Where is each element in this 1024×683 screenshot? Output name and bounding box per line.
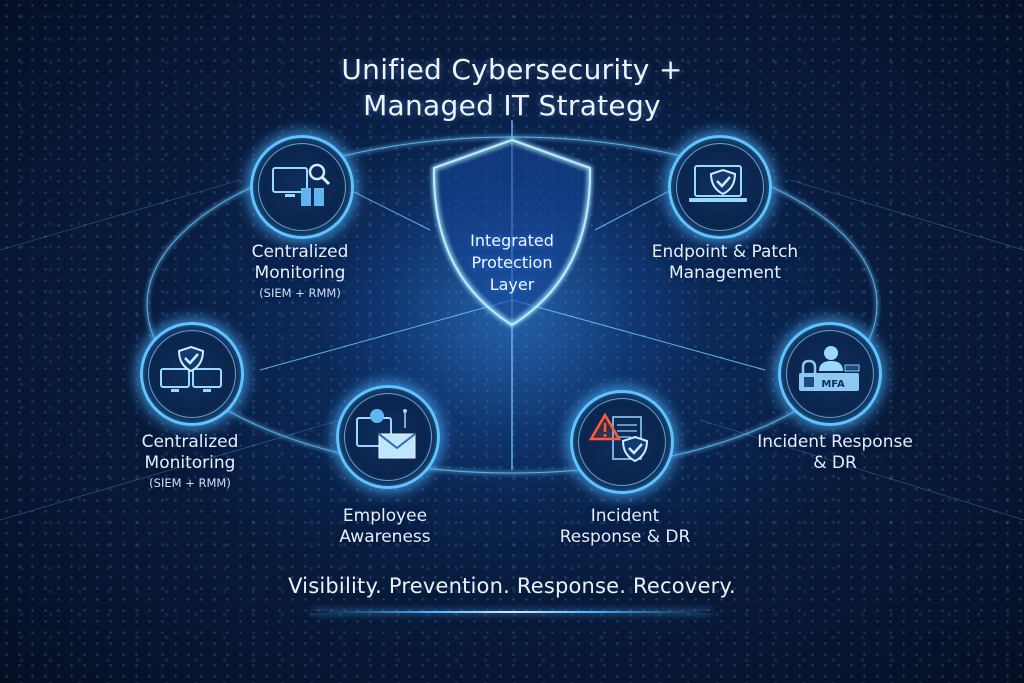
node-centralized-monitoring-left [140, 322, 244, 426]
label-line-1: Employee [342, 506, 428, 526]
label-line-1: Endpoint & Patch [651, 242, 799, 262]
label-line-1: Incident Response [757, 432, 913, 452]
node-endpoint-patch [668, 135, 772, 239]
label-employee-awareness: Employee Awareness [305, 506, 465, 548]
label-line-2: Monitoring [254, 263, 346, 283]
label-line-2: Awareness [339, 527, 431, 547]
label-line-2: & DR [813, 453, 857, 473]
node-employee-awareness [336, 385, 440, 489]
label-sub: (SIEM + RMM) [149, 476, 231, 490]
node-incident-response-right: MFA [778, 322, 882, 426]
title-line-1: Unified Cybersecurity + [341, 53, 683, 86]
title-line-2: Managed IT Strategy [363, 89, 661, 122]
monitor-search-icon [272, 163, 331, 206]
label-line-1: Incident [590, 506, 660, 526]
label-line-1: Centralized [251, 242, 349, 262]
node-incident-response-bottom [570, 390, 674, 494]
label-endpoint-patch: Endpoint & Patch Management [630, 242, 820, 284]
label-incident-response-right: Incident Response & DR [735, 432, 935, 474]
mfa-lock-icon: MFA [799, 346, 860, 391]
label-line-2: Monitoring [144, 453, 236, 473]
label-incident-response-bottom: Incident Response & DR [545, 506, 705, 548]
center-label-line-1: Integrated [470, 231, 554, 250]
page-title: Unified Cybersecurity + Managed IT Strat… [0, 52, 1024, 124]
tagline: Visibility. Prevention. Response. Recove… [288, 574, 736, 598]
label-line-2: Management [669, 263, 781, 283]
mfa-badge: MFA [821, 379, 845, 390]
label-centralized-monitoring-top: Centralized Monitoring (SIEM + RMM) [210, 242, 390, 302]
label-line-2: Response & DR [559, 527, 691, 547]
center-label: Integrated Protection Layer [432, 230, 592, 296]
alert-shield-icon [588, 412, 649, 463]
label-sub: (SIEM + RMM) [259, 286, 341, 300]
label-line-1: Centralized [141, 432, 239, 452]
node-centralized-monitoring-top [250, 135, 354, 239]
laptop-shield-icon [689, 165, 747, 202]
center-label-line-2: Protection [471, 253, 553, 272]
label-centralized-monitoring-left: Centralized Monitoring (SIEM + RMM) [100, 432, 280, 492]
tagline-underline [312, 611, 712, 613]
dual-monitor-shield-icon [160, 345, 222, 392]
center-label-line-3: Layer [489, 275, 535, 294]
user-email-icon [356, 409, 416, 459]
